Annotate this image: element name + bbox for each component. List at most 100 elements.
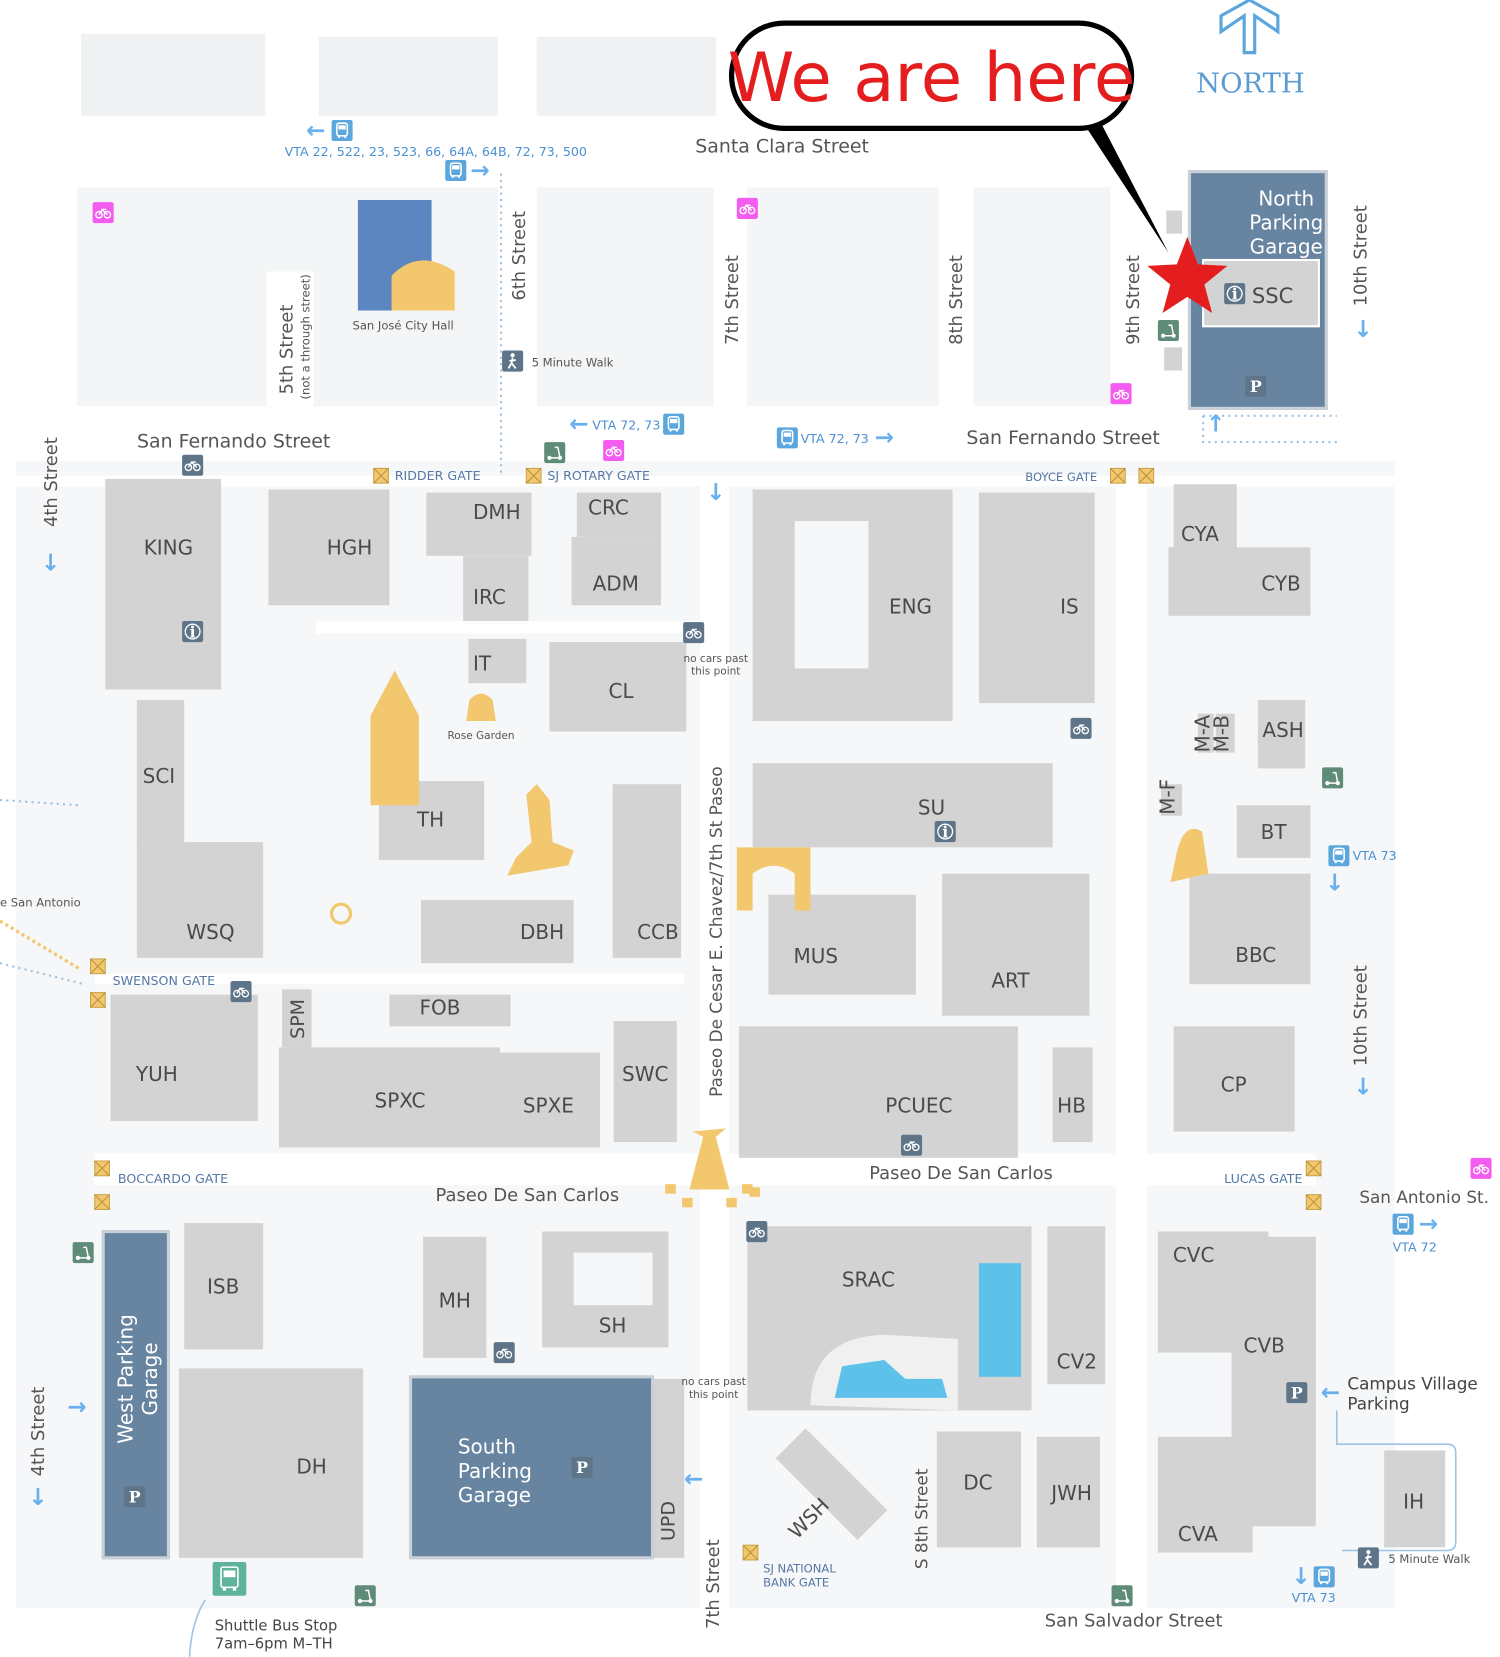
- building-label: ISB: [207, 1275, 239, 1299]
- building-cv2[interactable]: CV2: [1047, 1226, 1106, 1385]
- bus-wheel: [669, 429, 672, 432]
- icon-bg: [124, 1486, 146, 1508]
- scooter-frame: [359, 1589, 372, 1602]
- building-sci[interactable]: SCI: [136, 699, 185, 848]
- building-cp[interactable]: CP: [1173, 1026, 1295, 1132]
- wheel: [1325, 781, 1330, 786]
- wheel: [232, 989, 241, 998]
- building-m-f[interactable]: M-F: [1156, 779, 1183, 816]
- building-cyb[interactable]: CYB: [1168, 547, 1311, 616]
- building-footprint: [136, 699, 185, 848]
- building-mh[interactable]: MH: [423, 1236, 487, 1358]
- building-swc[interactable]: SWC: [613, 1021, 677, 1143]
- walkway: [1115, 484, 1148, 1653]
- bus-body: [220, 1566, 239, 1589]
- building-footprint: [389, 994, 511, 1027]
- building-adm[interactable]: ADM: [571, 536, 662, 606]
- building-label: SWC: [622, 1062, 668, 1086]
- map-label: Campus Village: [1347, 1373, 1477, 1393]
- parking-icon: P: [1245, 375, 1267, 397]
- info-icon: i: [1224, 283, 1246, 305]
- building-isb[interactable]: ISB: [184, 1223, 264, 1350]
- building-wsq[interactable]: WSQ: [136, 842, 264, 958]
- bus-wheel: [1398, 1229, 1402, 1232]
- building-label: M-A: [1190, 714, 1214, 752]
- icon-glyph: P: [1291, 1383, 1303, 1402]
- building-upd[interactable]: UPD: [652, 1378, 685, 1558]
- building-king[interactable]: KING: [105, 478, 222, 690]
- info-ring: [184, 623, 201, 640]
- bike-parking-icon: [901, 1134, 923, 1156]
- wheel: [95, 210, 103, 219]
- walking-route: [0, 962, 85, 986]
- building-m-a[interactable]: M-A: [1190, 713, 1214, 753]
- bike-share-icon: [1110, 383, 1132, 405]
- building-label: SPM: [287, 999, 309, 1039]
- building-ih[interactable]: IH: [1384, 1450, 1446, 1548]
- building-ash[interactable]: ASH: [1257, 699, 1306, 769]
- building-art[interactable]: ART: [942, 873, 1090, 1016]
- wheel: [1112, 391, 1121, 400]
- building-dbh[interactable]: DBH: [421, 899, 574, 964]
- city-block: [536, 187, 714, 407]
- icon-glyph: i: [1232, 284, 1238, 303]
- building-is[interactable]: IS: [978, 492, 1095, 704]
- gate-icon: [373, 467, 389, 484]
- building-cva[interactable]: CVA: [1157, 1436, 1253, 1553]
- building-dmh[interactable]: DMH: [426, 492, 532, 556]
- building-dh[interactable]: DH: [178, 1368, 364, 1558]
- building-crc[interactable]: CRC: [576, 492, 662, 537]
- icon-bg: [1322, 767, 1344, 789]
- bus-icon: [663, 413, 685, 435]
- bus-window: [1335, 850, 1343, 855]
- wheel: [694, 630, 702, 639]
- wheel: [614, 448, 622, 457]
- building-dc[interactable]: DC: [936, 1431, 1022, 1548]
- building-bbc[interactable]: BBC: [1189, 873, 1311, 985]
- building-footprint: [105, 478, 222, 690]
- building-yuh[interactable]: YUH: [110, 994, 258, 1122]
- city-block: [536, 36, 716, 116]
- building-fob[interactable]: FOB: [389, 994, 511, 1027]
- fountain-step: [749, 1187, 760, 1197]
- building-footprint: [576, 492, 662, 537]
- building-jwh[interactable]: JWH: [1036, 1436, 1100, 1548]
- leisure-pool: [834, 1359, 948, 1398]
- building-spm[interactable]: SPM: [282, 989, 312, 1048]
- wheel: [192, 463, 201, 472]
- wheel: [241, 989, 250, 998]
- building-su[interactable]: SU: [752, 763, 1053, 848]
- building-hgh[interactable]: HGH: [268, 489, 390, 606]
- building-cl[interactable]: CL: [549, 642, 687, 732]
- building-footprint: [738, 1026, 1018, 1158]
- building-hb[interactable]: HB: [1052, 1047, 1093, 1143]
- building-pcuec[interactable]: PCUEC: [738, 1026, 1018, 1158]
- gate-icon: [89, 958, 106, 975]
- rose-garden-icon: [466, 693, 496, 722]
- building-footprint: [978, 492, 1095, 704]
- south-parking-garage[interactable]: [408, 1375, 655, 1560]
- map-label: 10th Street: [1350, 205, 1371, 306]
- building-irc[interactable]: IRC: [463, 555, 529, 622]
- bus-wheel: [222, 1587, 227, 1591]
- building-m-b[interactable]: M-B: [1209, 713, 1235, 753]
- wheel: [1171, 333, 1176, 338]
- direction-arrow-icon: ←: [569, 412, 588, 438]
- wheel: [739, 206, 747, 215]
- wheel: [75, 1255, 80, 1260]
- building-spxe[interactable]: SPXE: [499, 1052, 600, 1148]
- building-mus[interactable]: MUS: [768, 894, 916, 995]
- building-it[interactable]: IT: [468, 638, 527, 684]
- building-cya[interactable]: CYA: [1173, 484, 1237, 558]
- building-bt[interactable]: BT: [1236, 805, 1311, 858]
- frame: [236, 987, 246, 995]
- icon-bg: [72, 1242, 94, 1264]
- fifth-street-stub: [266, 271, 314, 407]
- building-ccb[interactable]: CCB: [612, 784, 682, 958]
- building-label: MH: [439, 1288, 471, 1312]
- building-spxc[interactable]: SPXC: [278, 1047, 500, 1148]
- fountain-step: [665, 1184, 676, 1194]
- kiosk: [1164, 347, 1183, 371]
- building-label: CRC: [588, 496, 629, 520]
- building-label: BT: [1261, 820, 1288, 844]
